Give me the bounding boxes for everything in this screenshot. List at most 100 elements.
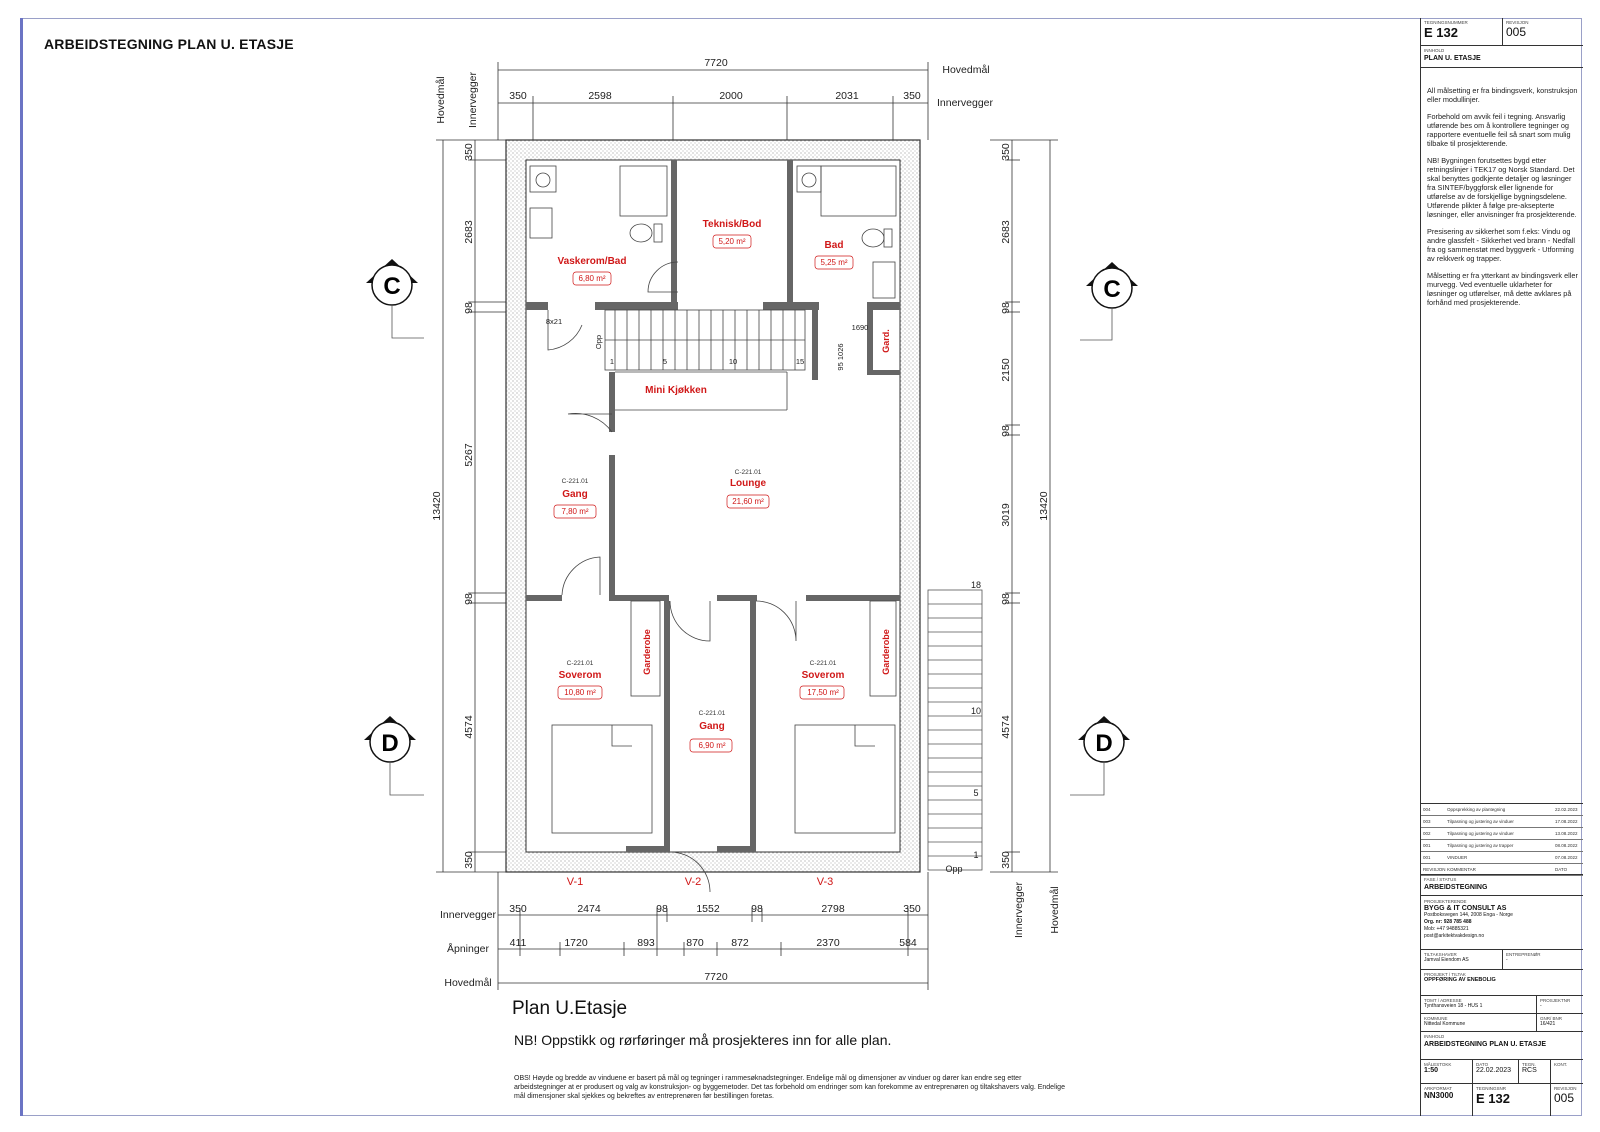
tb-content2: ARBEIDSTEGNING PLAN U. ETASJE [1424,1041,1546,1048]
dim-top-total: 7720 [704,57,728,69]
dim-bottom-inner-2: 2474 [577,903,601,915]
dim-right-inner-8: 4574 [1000,715,1012,739]
dim-left-inner-2: 2683 [463,220,475,244]
interior-floor [525,159,901,853]
room-kjokken-name: Mini Kjøkken [645,385,707,396]
room-garderobe2-name: Garderobe [881,629,891,675]
tb-rev-no: REVISJON [1423,867,1446,872]
room-vaskerom-area: 6,80 m² [578,274,605,283]
dim-bottom-total: 7720 [704,971,728,983]
area-boxes [553,234,854,753]
tb-designer-label: PROSJEKTERENDE [1424,899,1467,904]
tb-scale-cell: MÅLESTOKK 1:50 [1421,1060,1473,1084]
tb-drawing-no-cell: TEGNINGSNUMMER E 132 [1421,18,1503,46]
tb-site-label: TOMT / ADRESSE [1424,998,1462,1003]
section-marker-c-left [366,259,424,339]
tb-client-cell: TILTAKSHAVER Jamval Eiendom AS [1421,950,1503,970]
floor-plan: 7720 Hovedmål 350 2598 2000 2031 350 Inn… [364,57,1138,990]
dim-bottom-inner-5: 98 [751,903,763,915]
tb-rev-text: Tilpasning og justering av vinduer [1447,819,1514,824]
dim-top-inner-5: 350 [903,90,921,102]
dim-opening-3: 893 [637,937,655,949]
title-block: TEGNINGSNUMMER E 132 REVISJON 005 INNHOL… [1420,18,1583,1116]
tb-municipality-cell: KOMMUNE Nittedal Kommune [1421,1014,1537,1032]
tb-content2-row: INNHOLD ARBEIDSTEGNING PLAN U. ETASJE [1421,1032,1583,1060]
tb-contractor: - [1506,957,1508,963]
tb-phase: ARBEIDSTEGNING [1424,884,1488,891]
tb-drawing-no: E 132 [1424,25,1458,40]
dim-bottom-inner-label: Innervegger [440,909,497,921]
dim-left-inner-7: 350 [463,851,475,869]
tb-site-cell: TOMT / ADRESSE Tynthansveien 18 - HUS 1 [1421,996,1537,1014]
room-soverom1-code: C-221.01 [567,660,594,667]
stair-up-label: Opp [594,335,603,349]
dim-opening-2: 1720 [564,937,588,949]
tb-note-4: Presisering av sikkerhet som f.eks: Vind… [1427,227,1576,263]
tb-revision-cell: REVISJON 005 [1503,18,1583,46]
tb-rev-date: 13.08.2022 [1555,831,1578,836]
tb-designer-cell: PROSJEKTERENDE BYGG & IT CONSULT AS Post… [1421,896,1583,942]
tb-rev-date: DATO [1555,867,1568,872]
tb-date: 22.02.2023 [1476,1067,1512,1074]
dim-right-inner-7: 98 [1000,593,1012,605]
tb-content: PLAN U. ETASJE [1424,55,1481,62]
dim-opening-5: 872 [731,937,749,949]
dim-bottom-inner-4: 1552 [696,903,720,915]
plan-title: Plan U.Etasje [512,998,628,1019]
tb-phase-label: FASE / STATUS [1424,877,1457,882]
room-soverom1-area: 10,80 m² [564,688,596,697]
tb-content-cell: INNHOLD PLAN U. ETASJE [1421,46,1583,64]
tb-phase-cell: FASE / STATUS ARBEIDSTEGNING [1421,875,1583,893]
door-size-label: 8x21 [546,317,562,326]
section-label-d-right: D [1095,730,1112,757]
tb-site-row: TOMT / ADRESSE Tynthansveien 18 - HUS 1 … [1421,996,1583,1014]
section-label-d-left: D [381,730,398,757]
tb-note-5: Målsetting er fra ytterkant av bindingsv… [1427,271,1578,307]
dim-right-vert-1: Innervegger [1013,881,1025,938]
room-teknisk-area: 5,20 m² [718,237,745,246]
dim-openings-label: Åpninger [447,942,490,955]
tb-drawing-no-row: TEGNINGSNUMMER E 132 REVISJON 005 [1421,18,1583,46]
tb-municipality: Nittedal Kommune [1424,1021,1466,1027]
tb-rev-text: VINDUER [1447,855,1468,860]
room-teknisk-name: Teknisk/Bod [703,219,762,230]
tb-project: OPPFØRING AV ENEBOLIG [1424,977,1496,983]
tb-designer-addr: Postboksvegen 144, 2008 Enga - Norge [1424,912,1513,918]
room-lounge-area: 21,60 m² [732,497,764,506]
dim-left-inner-4: 5267 [463,443,475,467]
sheet-frame-accent [20,18,23,1116]
tb-ctrl-cell: KONT. [1551,1060,1583,1069]
interior-walls [526,160,900,852]
room-gang1-code: C-221.01 [562,478,589,485]
tb-municipality-row: KOMMUNE Nittedal Kommune GNR/ BNR 16/421 [1421,1014,1583,1032]
tb-drawing-no2-cell: TEGNINGSNR E 132 [1473,1084,1551,1116]
section-marker-d-left [364,716,424,796]
dim-right-inner-3: 98 [1000,302,1012,314]
ext-stair-up-label: Opp [945,864,962,874]
tb-rev-no: 003 [1423,819,1431,824]
tb-rev-date: 17.08.2022 [1555,819,1578,824]
room-gang2-code: C-221.01 [699,710,726,717]
tb-phase-row: FASE / STATUS ARBEIDSTEGNING [1421,874,1583,896]
room-garderobe-top-name: Gard. [881,329,891,353]
tb-project-cell: PROSJEKT / TILTAK OPPFØRING AV ENEBOLIG [1421,970,1583,985]
tb-scale: 1:50 [1424,1067,1439,1074]
section-marker-c-right [1080,262,1138,341]
dim-bottom-inner-3: 98 [656,903,668,915]
tb-gnrbnr: 16/421 [1540,1021,1556,1027]
tb-format: NN3000 [1424,1091,1454,1100]
tb-site: Tynthansveien 18 - HUS 1 [1424,1003,1483,1009]
tb-note-2: Forbehold om avvik feil i tegning. Ansva… [1427,112,1571,148]
dim-top-inner-label: Innervegger [937,97,994,109]
tb-client-row: TILTAKSHAVER Jamval Eiendom AS ENTREPREN… [1421,950,1583,970]
tb-scale-row: MÅLESTOKK 1:50 DATO 22.02.2023 TEGN. RCS… [1421,1060,1583,1084]
plan-note: NB! Oppstikk og rørføringer må prosjekte… [514,1032,892,1048]
tb-rev-date: 22.02.2023 [1555,807,1578,812]
dim-left-inner-3: 98 [463,302,475,314]
